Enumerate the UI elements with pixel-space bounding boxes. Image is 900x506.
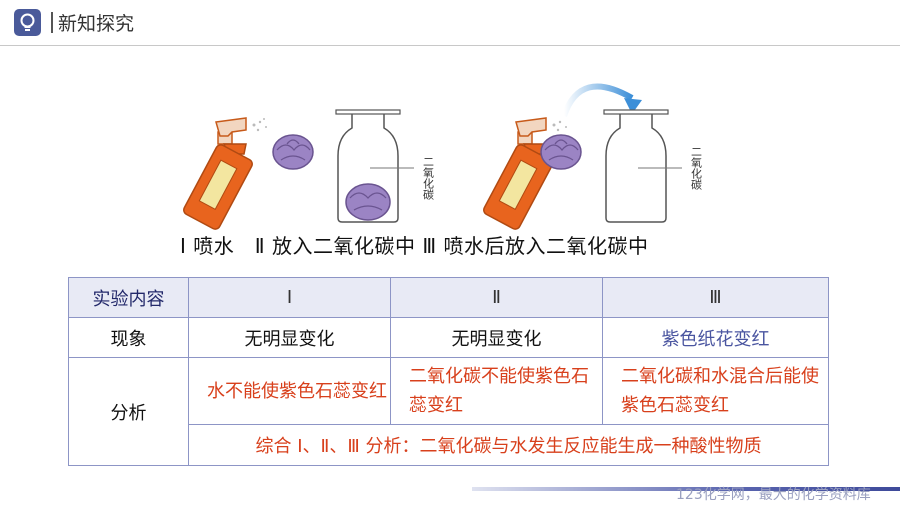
table-header-row: 实验内容 Ⅰ Ⅱ Ⅲ [68,277,829,318]
experiment-illustration: 二氧化碳 二氧化碳 [183,83,703,230]
phenomenon-label: 现象 [68,317,189,358]
analysis-row: 分析 水不能使紫色石蕊变红 二氧化碳不能使紫色石蕊变红 二氧化碳和水混合后能使紫… [68,357,829,466]
arrow-icon [561,83,634,118]
footer-watermark: 123化学网，最大的化学资料库 [676,487,871,503]
arrow-head-icon [624,98,642,114]
jar-label-2: 二氧化碳 [690,146,703,191]
phenomenon-3: 紫色纸花变红 [602,317,829,358]
analysis-summary: 综合 Ⅰ、Ⅱ、Ⅲ 分析：二氧化碳与水发生反应能生成一种酸性物质 [188,424,829,466]
page-title: 新知探究 [58,13,135,35]
gas-jar-1 [335,109,414,223]
header-bar: 新知探究 [0,0,900,46]
flower-2 [540,134,582,170]
header-divider [51,12,53,33]
lightbulb-icon [14,9,41,36]
spray-bottle-2 [483,117,567,230]
header-exp-1: Ⅰ [188,277,391,318]
gas-jar-2 [603,109,682,223]
analysis-label: 分析 [68,357,189,466]
experiment-table: 实验内容 Ⅰ Ⅱ Ⅲ 现象 无明显变化 无明显变化 紫色纸花变红 分析 水不能使… [68,277,829,466]
flower-1 [272,134,314,170]
header-experiment-content: 实验内容 [68,277,189,318]
analysis-2: 二氧化碳不能使紫色石蕊变红 [390,357,603,425]
phenomenon-1: 无明显变化 [188,317,391,358]
spray-bottle-1 [183,117,267,230]
phenomenon-row: 现象 无明显变化 无明显变化 紫色纸花变红 [68,317,829,358]
analysis-1: 水不能使紫色石蕊变红 [188,357,391,425]
phenomenon-2: 无明显变化 [390,317,603,358]
jar-label-1: 二氧化碳 [422,156,435,201]
summary-row: 综合 Ⅰ、Ⅱ、Ⅲ 分析：二氧化碳与水发生反应能生成一种酸性物质 [69,424,829,466]
footer-rule [472,487,900,491]
header-underline [0,45,900,46]
header-exp-3: Ⅲ [602,277,829,318]
analysis-3: 二氧化碳和水混合后能使紫色石蕊变红 [602,357,829,425]
header-exp-2: Ⅱ [390,277,603,318]
experiment-caption: Ⅰ 喷水 Ⅱ 放入二氧化碳中 Ⅲ 喷水后放入二氧化碳中 [180,234,649,258]
